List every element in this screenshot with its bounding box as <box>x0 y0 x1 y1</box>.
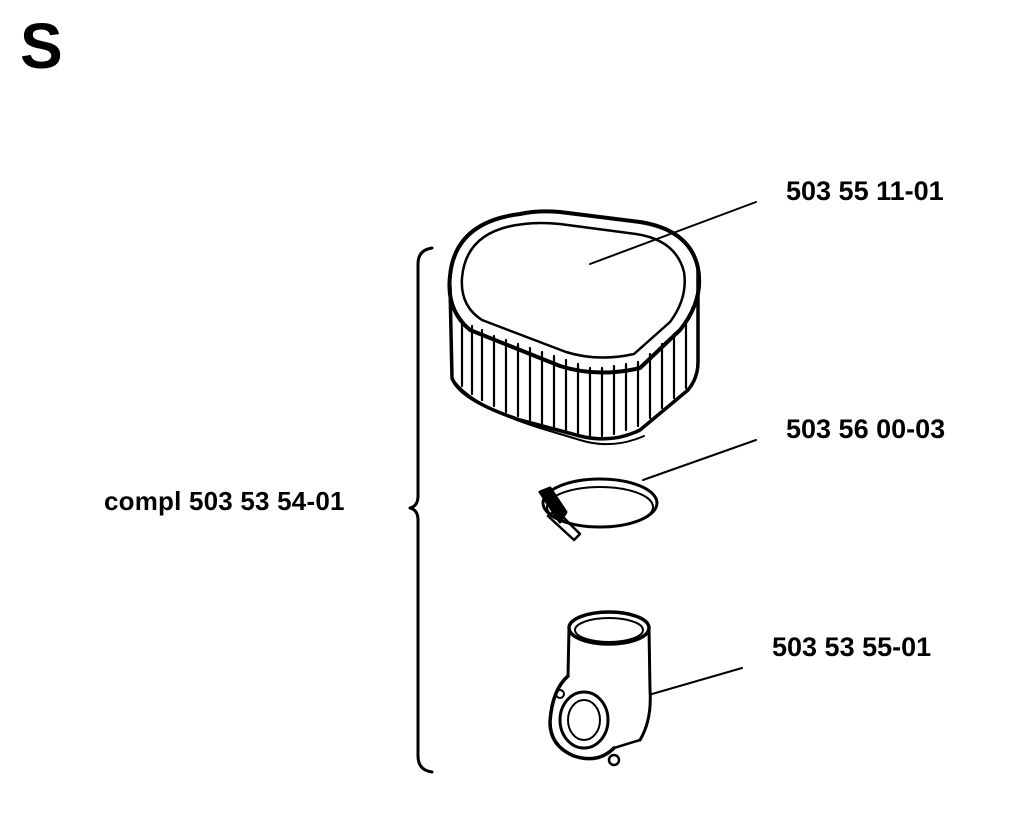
kit-bracket <box>408 246 434 774</box>
air-filter-drawing <box>447 201 757 446</box>
air-filter-part-number: 503 55 11-01 <box>786 176 944 206</box>
hose-clamp-drawing <box>538 439 757 542</box>
hose-clamp-part-number: 503 56 00-03 <box>786 414 946 444</box>
intake-elbow-part-number: 503 53 55-01 <box>772 632 932 662</box>
intake-elbow-drawing <box>548 610 743 767</box>
kit-part-label: compl 503 53 54-01 <box>104 486 345 516</box>
section-letter: S <box>20 10 63 82</box>
